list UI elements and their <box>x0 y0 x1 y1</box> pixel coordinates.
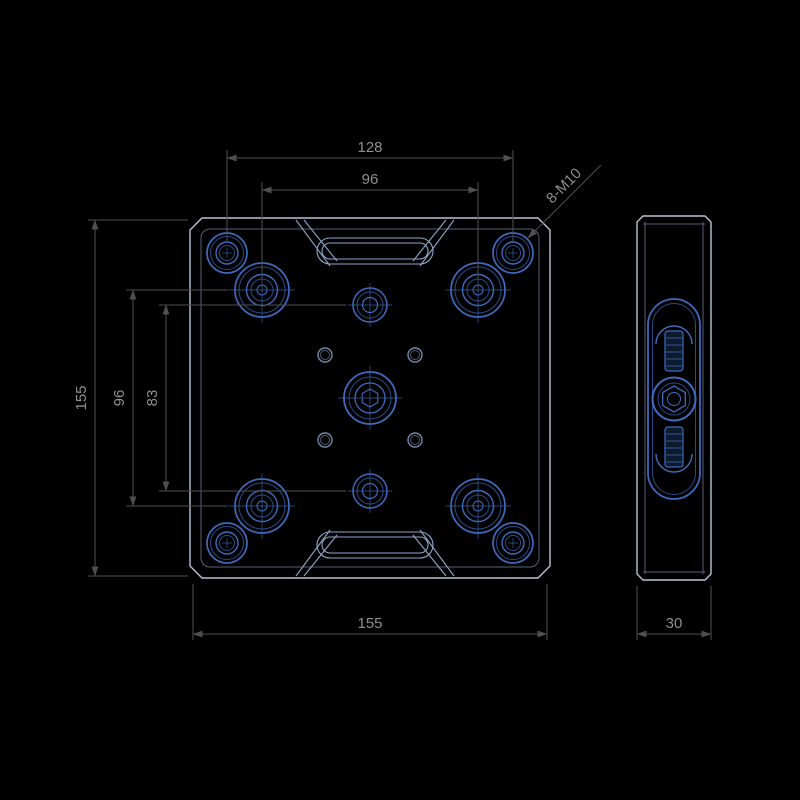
inset-hole-bottom-right <box>444 472 512 540</box>
mid-hole-top <box>347 282 393 328</box>
corner-hole-bottom-right <box>492 522 534 564</box>
dim-bottom: 155 <box>192 584 548 640</box>
dim-left-mid: 96 <box>109 289 228 507</box>
side-hex-screw <box>651 376 697 422</box>
corner-hole-bottom-left <box>206 522 248 564</box>
leader-label: 8-M10 <box>543 165 585 207</box>
small-hole-bottom-left <box>317 432 333 448</box>
dim-side-width-value: 30 <box>666 615 683 632</box>
top-boss <box>295 219 455 267</box>
inset-hole-bottom-left <box>228 472 296 540</box>
small-hole-bottom-right <box>407 432 423 448</box>
dim-side-width: 30 <box>636 586 712 640</box>
top-slot <box>316 237 434 265</box>
center-hole <box>338 366 402 430</box>
plate-inner-edge <box>200 228 540 568</box>
plate-outline <box>189 217 551 579</box>
dim-left-inner-value: 83 <box>144 390 161 407</box>
bottom-boss <box>295 529 455 577</box>
side-view: 30 <box>636 215 712 640</box>
side-slot <box>647 298 701 500</box>
small-hole-top-left <box>317 347 333 363</box>
dim-left-mid-value: 96 <box>111 390 128 407</box>
dim-bottom-value: 155 <box>357 615 382 632</box>
dim-top-inner-value: 96 <box>362 171 379 188</box>
dim-left-outer-value: 155 <box>73 385 90 410</box>
dim-left-outer: 155 <box>71 219 188 577</box>
side-outline <box>636 215 712 581</box>
front-view <box>189 217 551 579</box>
small-hole-top-right <box>407 347 423 363</box>
dim-top-inner: 96 <box>261 169 479 280</box>
side-pin-bottom <box>655 426 693 473</box>
dim-left-inner: 83 <box>142 304 346 492</box>
dimensions-front: 128 96 8-M10 155 96 <box>71 137 602 640</box>
bottom-slot <box>316 531 434 559</box>
side-pin-top <box>655 325 693 372</box>
leader-thread-callout: 8-M10 <box>527 162 602 239</box>
dim-top-outer: 128 <box>226 137 514 242</box>
mid-hole-bottom <box>347 468 393 514</box>
dim-top-outer-value: 128 <box>357 139 382 156</box>
